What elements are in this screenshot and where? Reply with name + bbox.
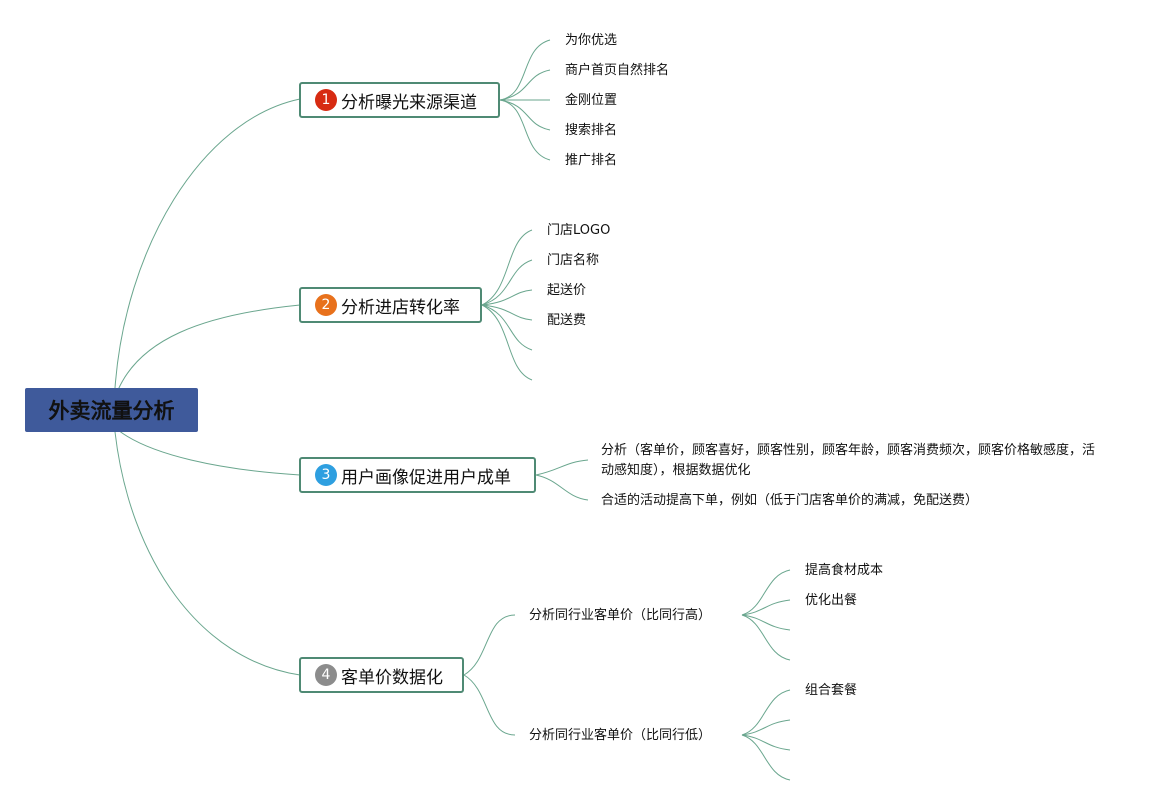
branch-label: 客单价数据化 bbox=[341, 667, 443, 688]
number-badge-icon: 2 bbox=[315, 294, 337, 316]
link-b4-s1 bbox=[463, 674, 516, 736]
link-b4-s0 bbox=[463, 614, 516, 676]
link-b2-l4 bbox=[481, 304, 533, 351]
link-b1-l3 bbox=[499, 99, 551, 131]
link-b1-l0 bbox=[499, 39, 551, 101]
number-badge-icon: 4 bbox=[315, 664, 337, 686]
branch-topic-4[interactable]: 4 客单价数据化 bbox=[299, 657, 464, 693]
link-s1-l1 bbox=[741, 719, 791, 736]
leaf-topic[interactable]: 起送价 bbox=[547, 283, 587, 298]
link-root-b1 bbox=[114, 98, 301, 389]
branch-label: 分析曝光来源渠道 bbox=[341, 92, 477, 113]
link-b1-l4 bbox=[499, 99, 551, 161]
branch-label: 分析进店转化率 bbox=[341, 297, 460, 318]
link-s1-l3 bbox=[741, 734, 791, 781]
link-b2-l3 bbox=[481, 304, 533, 321]
leaf-topic[interactable]: 优化出餐 bbox=[805, 593, 858, 608]
leaf-topic[interactable]: 推广排名 bbox=[565, 153, 618, 168]
leaf-topic[interactable]: 商户首页自然排名 bbox=[565, 63, 670, 78]
leaf-topic[interactable]: 分析（客单价，顾客喜好，顾客性别，顾客年龄，顾客消费频次，顾客价格敏感度，活动感… bbox=[601, 443, 1096, 478]
leaf-topic[interactable]: 合适的活动提高下单，例如（低于门店客单价的满减，免配送费） bbox=[601, 493, 979, 508]
link-b3-l1 bbox=[535, 474, 589, 501]
link-b1-l1 bbox=[499, 69, 551, 101]
leaf-topic[interactable]: 为你优选 bbox=[565, 33, 618, 48]
link-root-b4 bbox=[114, 431, 301, 676]
link-b2-l5 bbox=[481, 304, 533, 381]
leaf-topic[interactable]: 提高食材成本 bbox=[805, 563, 884, 578]
link-s0-l2 bbox=[741, 614, 791, 631]
root-topic[interactable]: 外卖流量分析 bbox=[25, 388, 198, 432]
link-b2-l0 bbox=[481, 229, 533, 306]
leaf-topic[interactable]: 门店名称 bbox=[547, 253, 600, 268]
leaf-topic[interactable]: 门店LOGO bbox=[547, 223, 611, 238]
link-root-b3 bbox=[117, 429, 301, 476]
link-root-b2 bbox=[117, 304, 301, 391]
sub-topic[interactable]: 分析同行业客单价（比同行高） bbox=[529, 608, 712, 623]
leaf-topic[interactable]: 组合套餐 bbox=[805, 683, 858, 698]
link-b3-l0 bbox=[535, 459, 589, 476]
branch-topic-2[interactable]: 2 分析进店转化率 bbox=[299, 287, 482, 323]
link-s1-l2 bbox=[741, 734, 791, 751]
number-badge-icon: 3 bbox=[315, 464, 337, 486]
link-s0-l3 bbox=[741, 614, 791, 661]
link-b2-l2 bbox=[481, 289, 533, 306]
link-b2-l1 bbox=[481, 259, 533, 306]
link-s1-l0 bbox=[741, 689, 791, 736]
link-s0-l0 bbox=[741, 569, 791, 616]
leaf-topic[interactable]: 搜索排名 bbox=[565, 123, 618, 138]
branch-topic-3[interactable]: 3 用户画像促进用户成单 bbox=[299, 457, 536, 493]
branch-topic-1[interactable]: 1 分析曝光来源渠道 bbox=[299, 82, 500, 118]
number-badge-icon: 1 bbox=[315, 89, 337, 111]
link-s0-l1 bbox=[741, 599, 791, 616]
leaf-topic[interactable]: 金刚位置 bbox=[565, 93, 618, 108]
leaf-topic[interactable]: 配送费 bbox=[547, 313, 587, 328]
branch-label: 用户画像促进用户成单 bbox=[341, 467, 511, 488]
sub-topic[interactable]: 分析同行业客单价（比同行低） bbox=[529, 728, 712, 743]
